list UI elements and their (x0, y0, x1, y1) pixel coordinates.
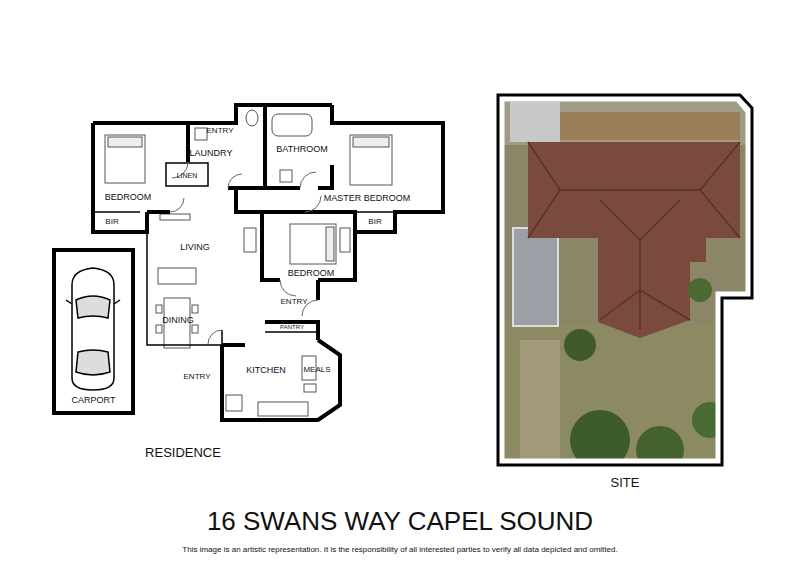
site-panel: SITE (498, 95, 752, 465)
room-label: LAUNDRY (190, 149, 233, 158)
walls (93, 105, 443, 420)
room-label: MEALS (303, 366, 330, 374)
site-border (503, 100, 747, 460)
furniture (105, 110, 392, 416)
room-label: MASTER BEDROOM (324, 194, 411, 203)
room-label: ENTRY (207, 127, 234, 135)
thin-walls (93, 163, 395, 345)
room-label: BIR (368, 218, 381, 226)
room-label: BEDROOM (288, 269, 335, 278)
node-label: SITE (611, 475, 640, 490)
room-label: BATHROOM (276, 145, 327, 154)
site-aerial (498, 95, 758, 474)
room-label: ENTRY (184, 373, 211, 381)
node-label: CARPORT (72, 395, 116, 405)
room-label: BEDROOM (105, 193, 152, 202)
room-label: PANTRY (280, 324, 304, 330)
plan-heading: RESIDENCE (145, 446, 221, 459)
room-label: BIR (105, 218, 118, 226)
disclaimer-caption: This image is an artistic representation… (0, 546, 800, 554)
room-label: ENTRY (281, 298, 308, 306)
room-label: KITCHEN (246, 366, 286, 375)
room-label: LIVING (180, 243, 210, 252)
plan-title: 16 SWANS WAY CAPEL SOUND (0, 508, 800, 534)
car-symbol (66, 268, 120, 390)
room-label: LINEN (177, 172, 198, 179)
room-label: DINING (162, 316, 194, 325)
carport-box: CARPORT (52, 248, 135, 415)
